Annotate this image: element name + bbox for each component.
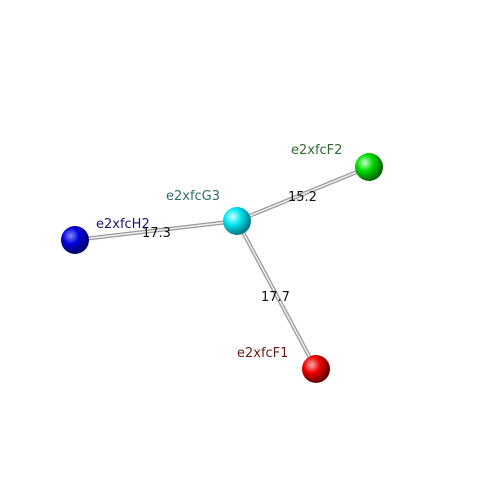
- edge-g3-f2: 15.2: [235, 165, 371, 223]
- node-f1-label: e2xfcF1: [237, 346, 288, 361]
- node-f1-sphere[interactable]: [302, 355, 330, 383]
- node-g3[interactable]: e2xfcG3: [166, 189, 251, 235]
- edge-label-g3-h2: 17.3: [142, 226, 171, 241]
- node-h2-label: e2xfcH2: [96, 217, 150, 232]
- edge-label-g3-f2: 15.2: [288, 190, 317, 205]
- edge-label-g3-f1: 17.7: [261, 290, 290, 305]
- node-f2-label: e2xfcF2: [291, 143, 342, 158]
- edge-g3-h2: 17.3: [73, 219, 239, 242]
- edge-g3-f1-highlight: [236, 220, 317, 370]
- edge-g3-h2-highlight: [74, 220, 238, 241]
- node-f2-sphere[interactable]: [355, 153, 383, 181]
- node-g3-sphere[interactable]: [223, 207, 251, 235]
- node-g3-label: e2xfcG3: [166, 189, 220, 204]
- edge-g3-f1: 17.7: [235, 219, 318, 371]
- edge-g3-f2-highlight: [236, 166, 370, 222]
- node-f1[interactable]: e2xfcF1: [237, 346, 330, 383]
- node-h2[interactable]: e2xfcH2: [61, 217, 150, 254]
- node-h2-sphere[interactable]: [61, 226, 89, 254]
- node-f2[interactable]: e2xfcF2: [291, 143, 383, 181]
